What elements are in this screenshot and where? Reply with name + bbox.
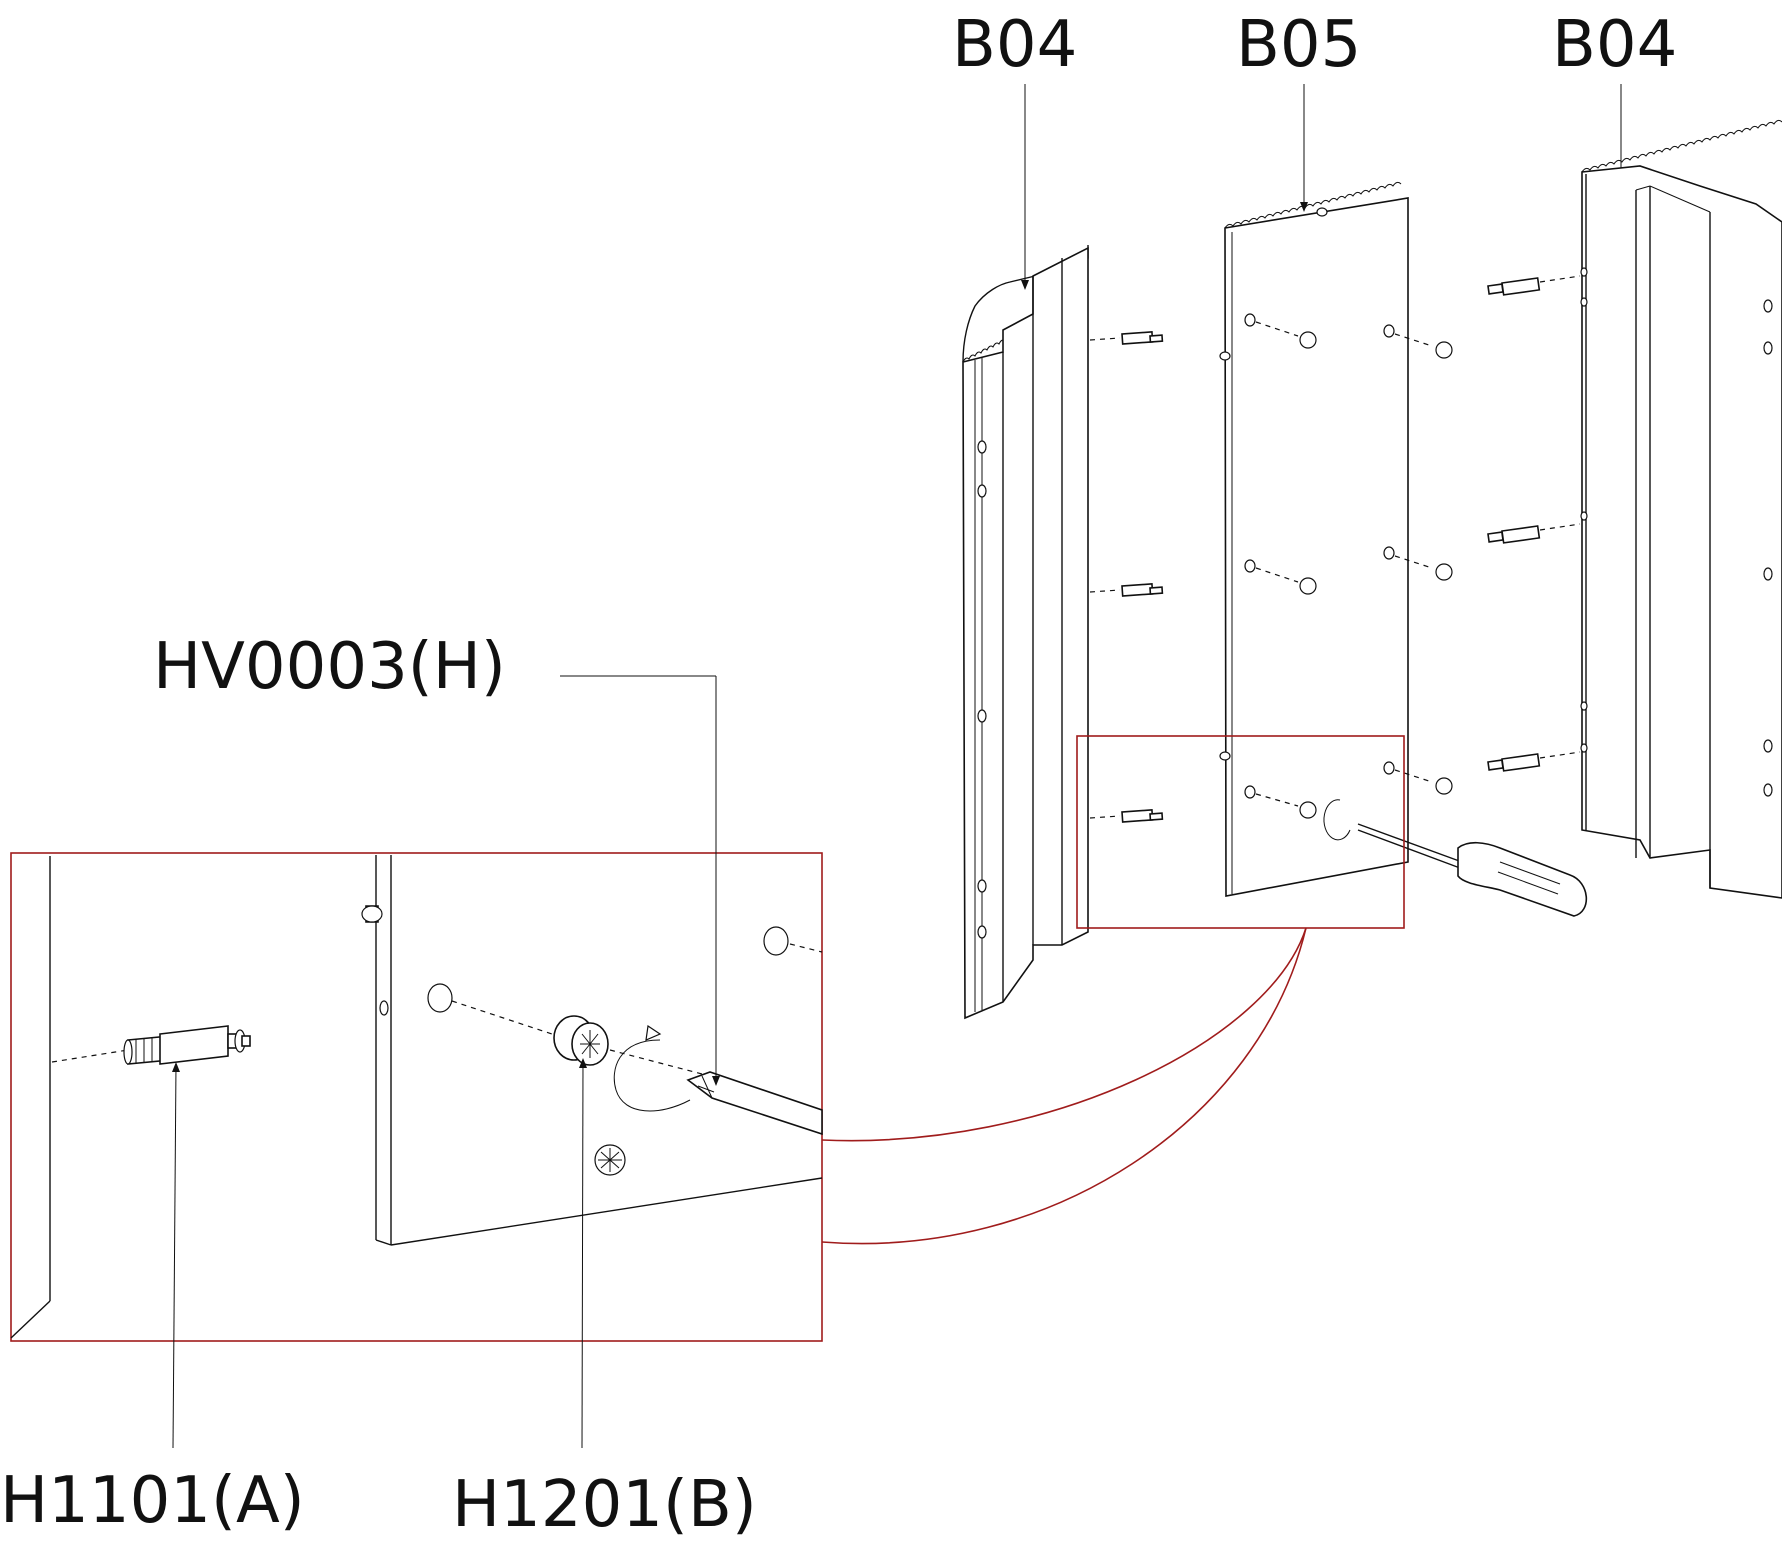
rotation-arrow-icon [613, 1039, 691, 1112]
label-tool: HV0003(H) [153, 630, 506, 704]
detail-connector-top [821, 927, 1307, 1142]
detail-box [10, 852, 823, 1342]
screwdriver-icon[interactable] [1357, 823, 1588, 917]
cam-lock-icon [451, 1000, 703, 1075]
label-fitting-b: H1201(B) [452, 1468, 757, 1541]
label-panel-right: B04 [1552, 8, 1677, 82]
fitting-b-leader [579, 1058, 587, 1449]
label-fitting-a: H1101(A) [0, 1464, 305, 1538]
screwdriver-icon[interactable] [686, 1071, 823, 1136]
detail-connector-bottom [821, 927, 1307, 1245]
panel-b04-right [1580, 119, 1782, 899]
rotation-arrow-icon [1323, 799, 1351, 841]
detail-enlargement [10, 852, 823, 1342]
panel-b05-center [1219, 181, 1453, 897]
fitting-a-leader [172, 1062, 180, 1449]
dowel-bolt-icon [51, 1025, 251, 1065]
label-panel-left: B04 [952, 8, 1077, 82]
cross-head-mark [594, 1144, 626, 1176]
cam-lock-icon [1255, 321, 1453, 819]
panel-b04-left [962, 245, 1089, 1020]
dowel-bolts-left [1089, 331, 1164, 823]
dowel-bolts-right [1487, 275, 1581, 772]
tool-leader [560, 675, 720, 1086]
label-panel-center: B05 [1236, 8, 1361, 82]
detail-source-box [1076, 735, 1405, 929]
